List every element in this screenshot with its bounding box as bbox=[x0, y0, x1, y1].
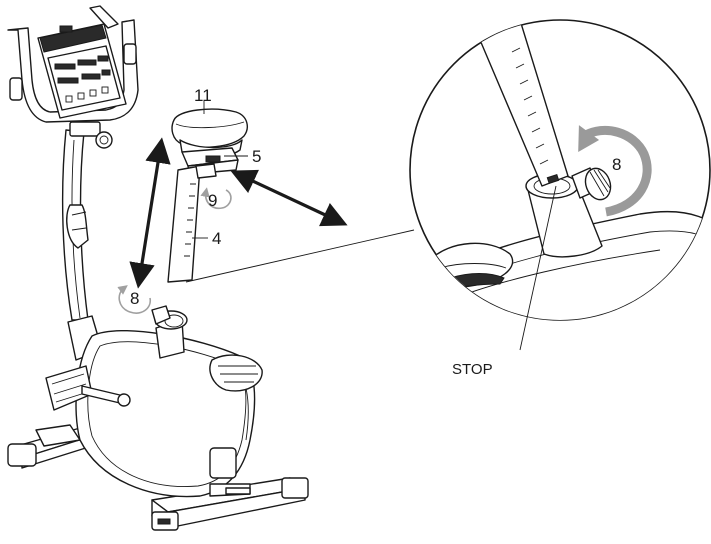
seat-post bbox=[168, 164, 216, 282]
console bbox=[38, 24, 126, 118]
label-detail-knob: 8 bbox=[612, 155, 621, 174]
label-seat-post: 4 bbox=[212, 229, 221, 248]
pedal-right bbox=[210, 355, 262, 391]
label-seat: 11 bbox=[194, 86, 212, 105]
label-stop: STOP bbox=[452, 361, 493, 378]
label-slider-knob: 9 bbox=[208, 191, 217, 210]
detail-view: 8 STOP bbox=[186, 20, 711, 378]
fore-aft-adjust-arrow bbox=[242, 176, 336, 220]
handlebar-post bbox=[63, 130, 102, 360]
exercise-bike bbox=[8, 6, 308, 530]
height-adjust-arrow bbox=[140, 150, 160, 276]
label-post-knob: 8 bbox=[130, 289, 139, 308]
label-seat-slider: 5 bbox=[252, 147, 261, 166]
